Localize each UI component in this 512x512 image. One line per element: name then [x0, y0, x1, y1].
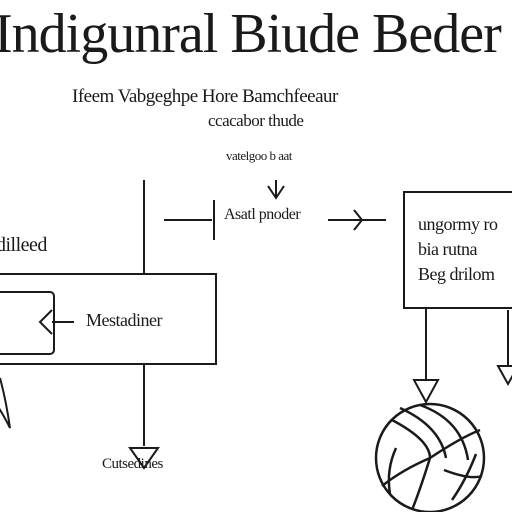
right-box-line: Beg drilom	[418, 264, 495, 284]
connector-label: Asatl pnoder	[224, 206, 301, 223]
right-box-text: ungormy ro bia rutna Beg drilom	[418, 212, 498, 287]
subtitle: Ifeem Vabgeghpe Hore Bamchfeeaur	[72, 86, 338, 107]
connector-arrow-head	[353, 209, 364, 231]
right-box-arrow-head	[412, 379, 440, 405]
bottom-label: Cutsedines	[102, 456, 163, 472]
note-label: vatelgoo b aat	[226, 148, 292, 163]
inner-box-label: Mestadiner	[86, 310, 162, 330]
inner-box	[0, 291, 55, 355]
note-arrow-head	[267, 185, 285, 200]
main-box	[0, 273, 217, 365]
right-box-line: ungormy ro	[418, 214, 498, 234]
far-right-arrow-head	[496, 365, 512, 387]
inner-pointer	[38, 309, 53, 335]
bottom-arrow-head	[128, 447, 160, 470]
right-box-line: bia rutna	[418, 239, 477, 259]
leaf-icon	[0, 377, 11, 429]
left-box-label: dilleed	[0, 234, 47, 256]
right-box	[403, 191, 512, 309]
page-title: Indigunral Biude Beder	[0, 3, 502, 65]
volleyball-icon	[374, 402, 486, 512]
subtitle-line2: ccacabor thude	[208, 111, 304, 130]
